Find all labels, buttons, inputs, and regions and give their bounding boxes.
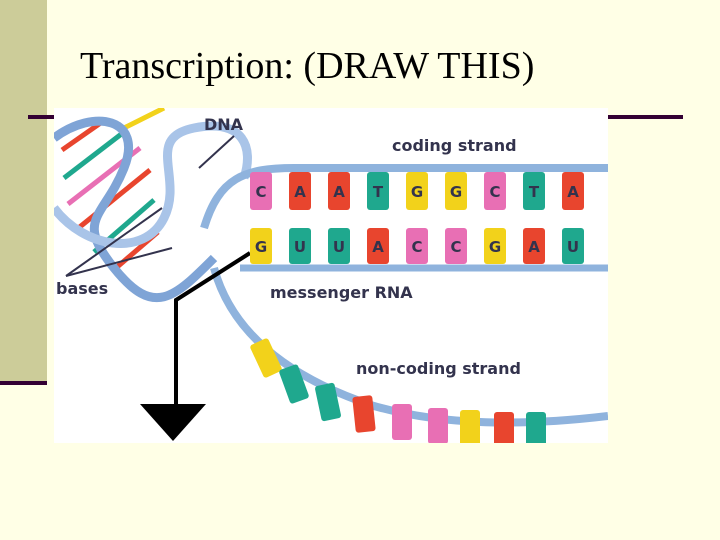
drawn-arrowhead xyxy=(140,404,206,441)
noncoding-base-0 xyxy=(250,338,282,378)
coding-base-block xyxy=(367,172,389,210)
coding-base-block xyxy=(289,172,311,210)
coding-base-block xyxy=(328,172,350,210)
rna-base-4: C xyxy=(406,228,428,264)
coding-base-letter: T xyxy=(529,183,540,201)
rna-base-letter: A xyxy=(372,238,384,256)
label-bases: bases xyxy=(56,279,108,298)
noncoding-base-5 xyxy=(428,408,448,443)
rna-base-letter: U xyxy=(333,238,345,256)
rna-base-6: G xyxy=(484,228,506,264)
title-underline-left xyxy=(28,115,56,119)
noncoding-base-block xyxy=(526,412,546,443)
noncoding-base-block xyxy=(315,382,341,422)
rna-base-7: A xyxy=(523,228,545,264)
rna-base-3: A xyxy=(367,228,389,264)
rna-base-block xyxy=(406,228,428,264)
coding-base-block xyxy=(250,172,272,210)
rna-base-letter: C xyxy=(411,238,422,256)
coding-base-1: A xyxy=(289,172,311,210)
label-dna: DNA xyxy=(204,115,244,134)
helix-backbone-2 xyxy=(54,121,252,248)
helix-rung xyxy=(74,168,152,232)
coding-base-0: C xyxy=(250,172,272,210)
left-accent-bar-base xyxy=(0,381,47,385)
coding-base-letter: G xyxy=(450,183,462,201)
drawn-arrow xyxy=(174,251,252,408)
noncoding-base-block xyxy=(250,338,282,378)
label-coding-strand: coding strand xyxy=(392,136,517,155)
rna-base-block xyxy=(484,228,506,264)
noncoding-base-block xyxy=(392,404,412,440)
coding-base-block xyxy=(523,172,545,210)
coding-base-8: A xyxy=(562,172,584,210)
rna-base-letter: U xyxy=(294,238,306,256)
coding-base-letter: T xyxy=(373,183,384,201)
rna-base-block xyxy=(250,228,272,264)
coding-base-letter: G xyxy=(411,183,423,201)
coding-base-5: G xyxy=(445,172,467,210)
rna-base-5: C xyxy=(445,228,467,264)
rna-base-block xyxy=(523,228,545,264)
helix-rung xyxy=(62,130,126,180)
helix-rung xyxy=(122,108,166,131)
label-non-coding-strand: non-coding strand xyxy=(356,359,521,378)
bases-pointer-line-1 xyxy=(65,207,163,277)
dna-helix xyxy=(54,108,252,302)
coding-base-2: A xyxy=(328,172,350,210)
rna-base-letter: G xyxy=(255,238,267,256)
noncoding-base-block xyxy=(494,412,514,443)
rna-base-letter: C xyxy=(450,238,461,256)
noncoding-base-4 xyxy=(392,404,412,440)
coding-base-block xyxy=(562,172,584,210)
bases-pointer-line-2 xyxy=(65,247,173,277)
rna-base-block xyxy=(289,228,311,264)
coding-base-letter: A xyxy=(294,183,306,201)
rna-base-letter: G xyxy=(489,238,501,256)
slide-title: Transcription: (DRAW THIS) xyxy=(80,45,535,87)
label-messenger-rna: messenger RNA xyxy=(270,283,413,302)
coding-base-block xyxy=(484,172,506,210)
noncoding-base-6 xyxy=(460,410,480,443)
rna-base-block xyxy=(367,228,389,264)
dna-pointer-line xyxy=(198,135,235,169)
noncoding-strand-bases xyxy=(250,338,546,443)
rna-base-8: U xyxy=(562,228,584,264)
rna-base-letter: U xyxy=(567,238,579,256)
rna-base-2: U xyxy=(328,228,350,264)
noncoding-base-block xyxy=(279,364,309,404)
rna-base-block xyxy=(445,228,467,264)
noncoding-base-1 xyxy=(279,364,309,404)
rna-base-0: G xyxy=(250,228,272,264)
noncoding-base-7 xyxy=(494,412,514,443)
noncoding-base-3 xyxy=(352,395,376,433)
coding-base-3: T xyxy=(367,172,389,210)
coding-base-letter: C xyxy=(489,183,500,201)
coding-base-6: C xyxy=(484,172,506,210)
coding-base-block xyxy=(406,172,428,210)
noncoding-base-block xyxy=(428,408,448,443)
helix-backbone-1 xyxy=(54,116,218,302)
coding-base-4: G xyxy=(406,172,428,210)
coding-base-letter: C xyxy=(255,183,266,201)
rna-base-1: U xyxy=(289,228,311,264)
coding-strand-backbone xyxy=(200,164,608,230)
noncoding-base-block xyxy=(352,395,376,433)
noncoding-base-8 xyxy=(526,412,546,443)
noncoding-base-2 xyxy=(315,382,341,422)
rna-base-block xyxy=(562,228,584,264)
transcription-diagram: C A A T G G C T A G U U A C C G A U DNA coding strand me… xyxy=(54,108,608,443)
title-underline-right xyxy=(607,115,683,119)
rna-base-letter: A xyxy=(528,238,540,256)
noncoding-base-block xyxy=(460,410,480,443)
coding-base-letter: A xyxy=(333,183,345,201)
rna-base-block xyxy=(328,228,350,264)
coding-base-7: T xyxy=(523,172,545,210)
left-accent-bar xyxy=(0,0,47,385)
coding-base-letter: A xyxy=(567,183,579,201)
coding-base-block xyxy=(445,172,467,210)
